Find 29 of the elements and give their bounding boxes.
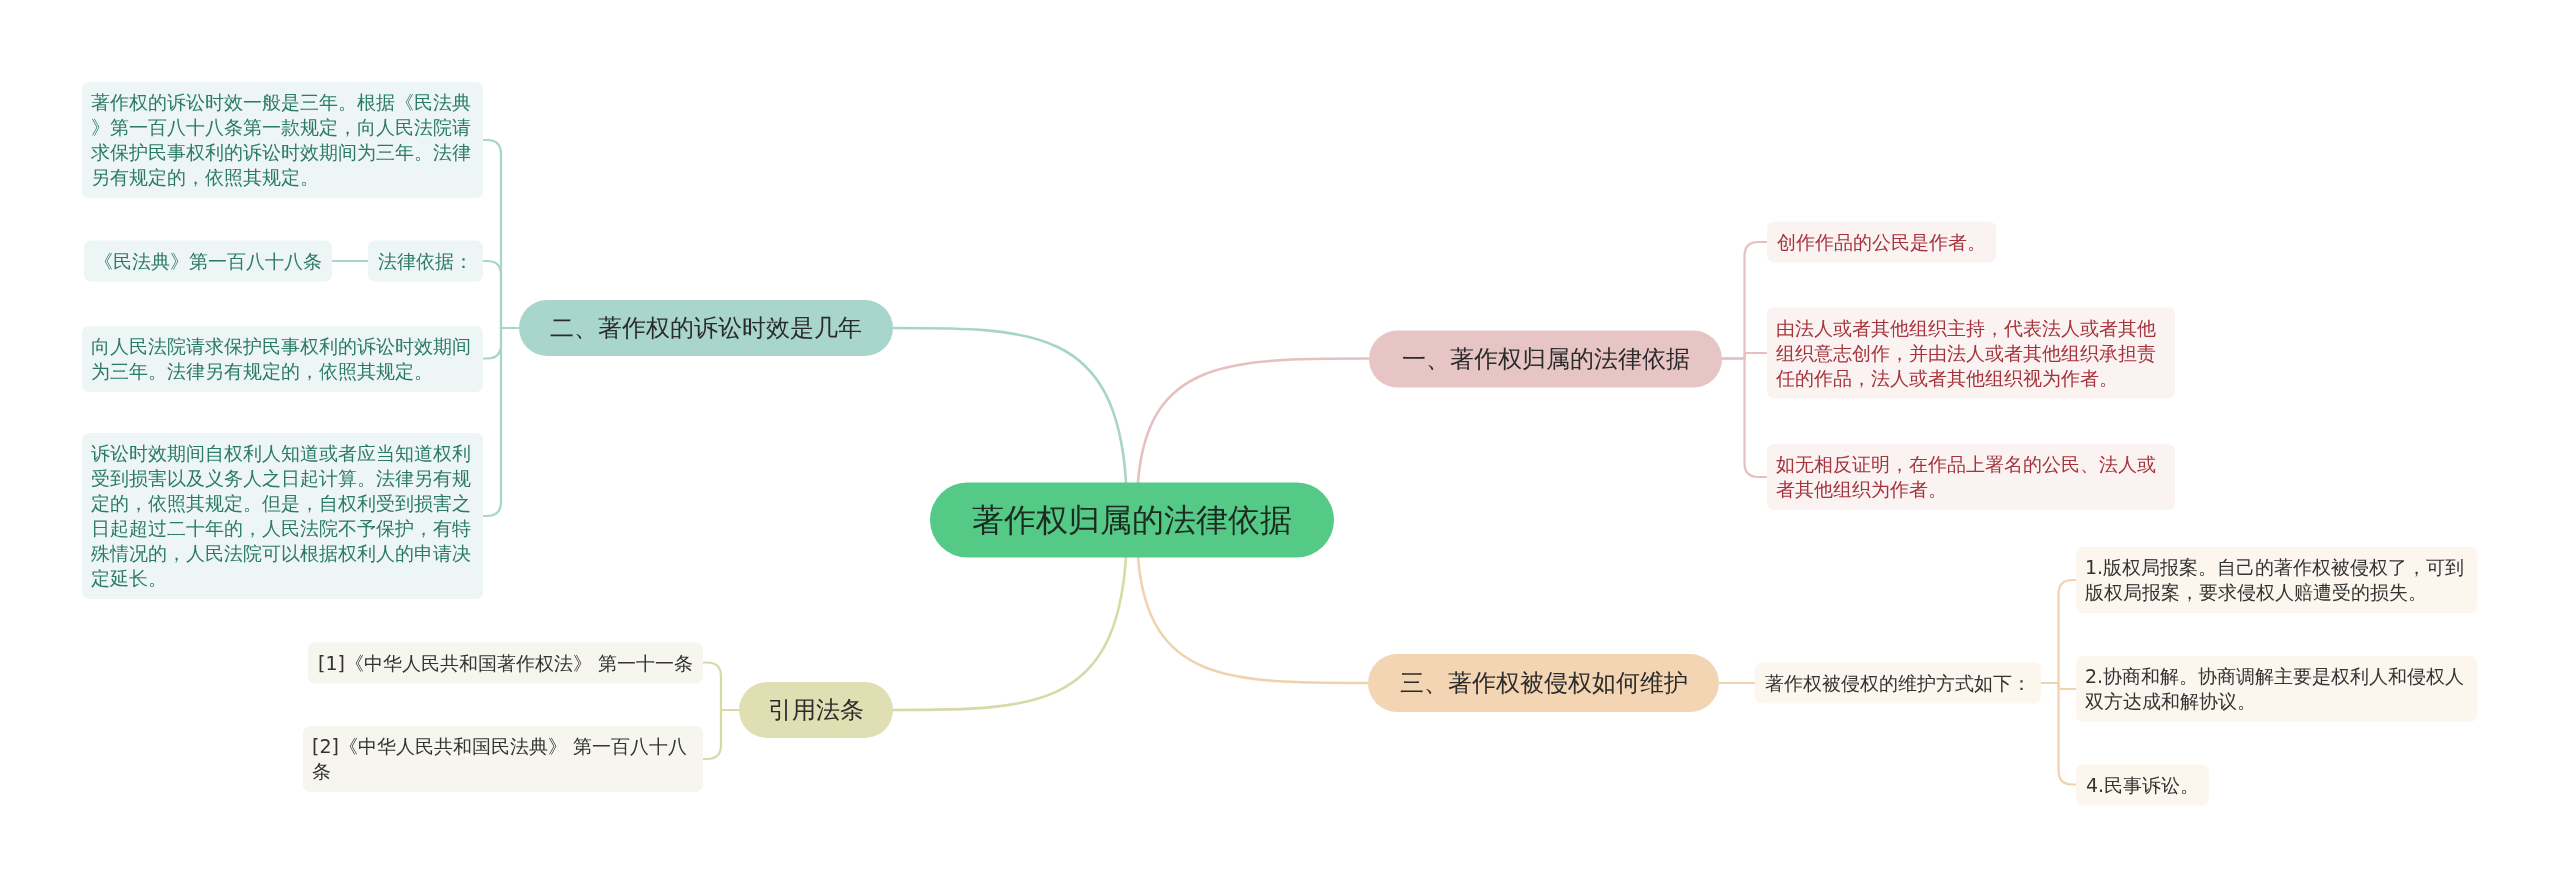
subtopic-box: 2.协商和解。协商调解主要是权利人和侵权人双方达成和解协议。: [2076, 656, 2477, 722]
central-topic: 著作权归属的法律依据: [930, 482, 1334, 557]
branch-topic: 一、著作权归属的法律依据: [1369, 330, 1722, 387]
connector-line: [481, 326, 521, 518]
subtopic-box: 法律依据：: [368, 240, 483, 282]
subtopic-box: 创作作品的公民是作者。: [1767, 221, 1996, 263]
connector-line: [2039, 681, 2078, 786]
subtopic-box: 1.版权局报案。自己的著作权被侵权了，可到版权局报案，要求侵权人赔遭受的损失。: [2076, 547, 2477, 613]
branch-topic: 三、著作权被侵权如何维护: [1368, 654, 1719, 712]
subtopic-box: 诉讼时效期间自权利人知道或者应当知道权利受到损害以及义务人之日起计算。法律另有规定的，依照其规定。但是，自权利受到损害之日起超过二十年的，人民法院不予保护，有特殊情况的，人民法院可以根据权利人的申请决定延长。: [82, 433, 483, 599]
connector-line: [891, 326, 1128, 484]
subtopic-box: 4.民事诉讼。: [2076, 764, 2210, 805]
branch-topic: 引用法条: [739, 682, 893, 738]
subtopic-box: 《民法典》第一百八十八条: [84, 240, 332, 282]
subtopic-box: [1]《中华人民共和国著作权法》 第一十一条: [308, 642, 703, 683]
subtopic-box: [2]《中华人民共和国民法典》 第一百八十八条: [303, 726, 703, 792]
subtopic-box: 由法人或者其他组织主持，代表法人或者其他组织意志创作，并由法人或者其他组织承担责任的作品，法人或者其他组织视为作者。: [1767, 307, 2175, 399]
connector-line: [701, 708, 741, 761]
connector-line: [1717, 681, 1757, 685]
branch-topic: 二、著作权的诉讼时效是几年: [519, 300, 893, 356]
subtopic-box: 向人民法院请求保护民事权利的诉讼时效期间为三年。法律另有规定的，依照其规定。: [82, 325, 483, 392]
connector-line: [1136, 357, 1371, 484]
connector-line: [1720, 357, 1769, 479]
connector-line: [1136, 555, 1370, 685]
subtopic-box: 著作权被侵权的维护方式如下：: [1755, 662, 2041, 704]
subtopic-box: 如无相反证明，在作品上署名的公民、法人或者其他组织为作者。: [1767, 444, 2175, 510]
connector-line: [330, 259, 370, 263]
subtopic-box: 著作权的诉讼时效一般是三年。根据《民法典》第一百八十八条第一款规定，向人民法院请求保护民事权利的诉讼时效期间为三年。法律另有规定的，依照其规定。: [82, 82, 483, 198]
connector-line: [891, 555, 1128, 712]
